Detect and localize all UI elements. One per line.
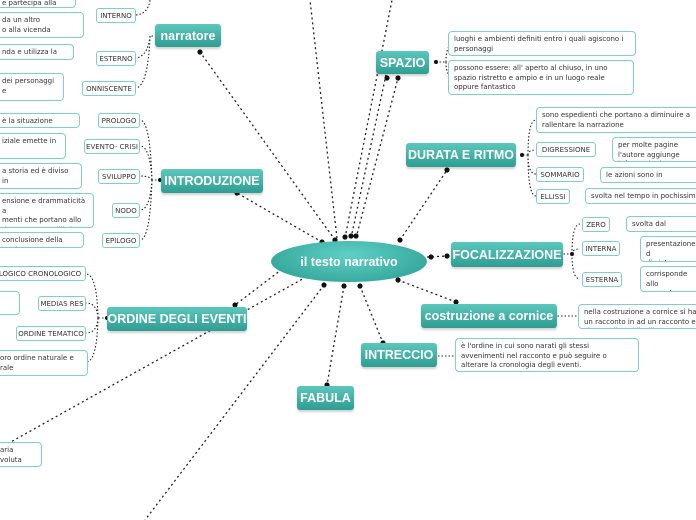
tag-digressione[interactable]: DIGRESSIONE [536,142,596,157]
narratore-note-1[interactable]: e partecipa alla storia [0,0,76,8]
tag-medias-res[interactable]: MEDIAS RES [38,296,86,311]
topic-fabula[interactable]: FABULA [297,386,354,410]
tag-ordine-tematico[interactable]: ORDINE TEMATICO [16,326,86,341]
topic-costruzione-cornice[interactable]: costruzione a cornice [421,304,557,328]
tag-ellissi[interactable]: ELLISSI [536,189,570,204]
tag-logico-cronologico[interactable]: LOGICO CRONOLOGICO [0,266,86,281]
tag-esterna[interactable]: ESTERNA [582,272,622,287]
tag-onniscente[interactable]: ONNISCENTE [82,81,136,96]
central-topic[interactable]: il testo narrativo [271,241,427,282]
intreccio-note[interactable]: è l'ordine in cui sono narati gli stessi… [455,338,639,372]
tag-nodo[interactable]: NODO [112,203,140,218]
tag-sommario[interactable]: SOMMARIO [536,167,584,182]
durata-note-0[interactable]: sono espedienti che portano a diminuire … [536,107,696,133]
spazio-note-1[interactable]: luoghi e ambienti definiti entro i quali… [448,31,636,56]
tag-evento-crisi[interactable]: EVENTO- CRISI [84,139,140,154]
tag-sviluppo[interactable]: SVILUPPO [98,169,140,184]
epilogo-note[interactable]: conclusione della storia. [0,232,84,248]
topic-introduzione[interactable]: INTRODUZIONE [161,169,263,193]
tag-interno[interactable]: INTERNO [96,8,136,23]
topic-spazio[interactable]: SPAZIO [376,51,429,74]
tag-epilogo[interactable]: EPILOGO [102,233,140,248]
topic-intreccio[interactable]: INTRECCIO [361,343,437,367]
topic-ordine-eventi[interactable]: ORDINE DEGLI EVENTI [107,307,247,331]
sviluppo-note[interactable]: a storia ed è diviso in [0,163,82,189]
spazio-note-2[interactable]: possono essere: all' aperto al chiuso, i… [448,60,634,95]
tag-interna[interactable]: INTERNA [582,241,620,256]
sommario-note[interactable]: le azioni sono in sequenza, [600,167,696,183]
tag-prologo[interactable]: PROLOGO [98,113,140,128]
zero-note[interactable]: svolta dal narratore [626,216,696,232]
nodo-note[interactable]: ensione e drammaticità a menti che porta… [0,193,94,228]
topic-narratore[interactable]: narratore [155,24,221,47]
tag-esterno[interactable]: ESTERNO [96,51,136,66]
cornice-note[interactable]: nella costruzione a cornice si ha un rac… [578,304,696,329]
narratore-note-2[interactable]: da un altro o alla vicenda [0,12,84,38]
topic-durata-ritmo[interactable]: DURATA E RITMO [406,143,516,167]
crisi-note[interactable]: iziale emette in [0,133,66,159]
prologo-note[interactable]: è la situazione iniziale [0,113,80,128]
topic-focalizzazione[interactable]: FOCALIZZAZIONE [451,242,563,267]
ordine-note[interactable]: oro ordine naturale e rale [0,350,88,376]
extra-note[interactable]: aria voluta [0,442,42,467]
tag-zero[interactable]: ZERO [582,217,610,232]
narratore-note-3[interactable]: nda e utilizza la terza [0,44,74,60]
esterna-note[interactable]: corrisponde allo racconta ma non [640,266,696,292]
narratore-note-4[interactable]: dei personaggi e [0,73,64,101]
interna-note[interactable]: presentazione d di vista, proprio [640,236,696,262]
ordine-empty-box[interactable] [0,291,20,315]
digressione-note[interactable]: per molte pagine l'autore aggiunge infor… [612,137,696,162]
ellissi-note[interactable]: svolta nel tempo in pochissimo [585,188,696,204]
